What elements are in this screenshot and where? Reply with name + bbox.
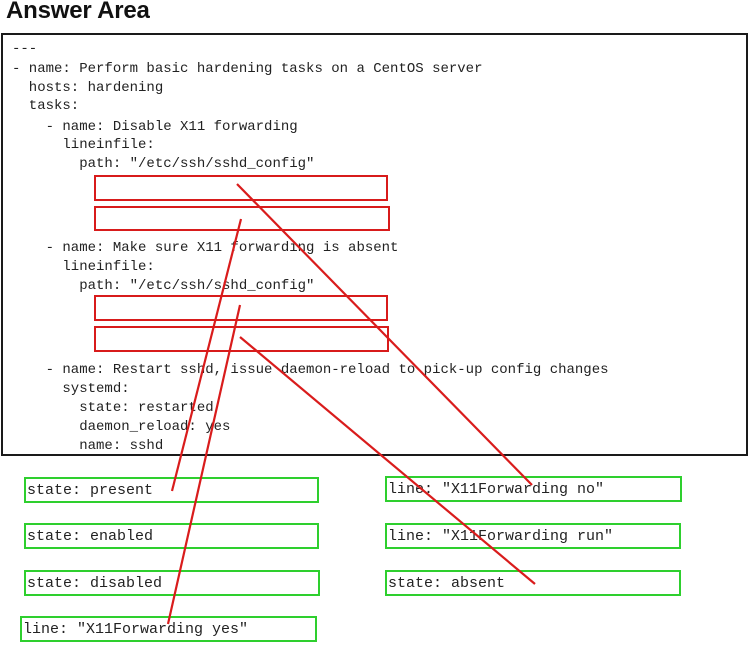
code-line: name: sshd	[12, 438, 164, 454]
code-line: - name: Restart sshd, issue daemon-reloa…	[12, 362, 609, 378]
code-line: ---	[12, 41, 38, 57]
option-state-absent[interactable]: state: absent	[385, 570, 681, 596]
option-line-x11forwarding-no[interactable]: line: "X11Forwarding no"	[385, 476, 682, 502]
code-line: lineinfile:	[12, 259, 155, 275]
code-line: path: "/etc/ssh/sshd_config"	[12, 278, 315, 294]
option-state-disabled[interactable]: state: disabled	[24, 570, 320, 596]
code-line: systemd:	[12, 381, 130, 397]
yaml-code-panel: --- - name: Perform basic hardening task…	[1, 33, 748, 456]
code-line: hosts: hardening	[12, 80, 164, 96]
drop-target-task1-slot2[interactable]	[94, 206, 390, 231]
code-line: - name: Make sure X11 forwarding is abse…	[12, 240, 399, 256]
drop-target-task2-slot2[interactable]	[94, 326, 389, 352]
code-line: daemon_reload: yes	[12, 419, 231, 435]
code-line: lineinfile:	[12, 137, 155, 153]
code-line: path: "/etc/ssh/sshd_config"	[12, 156, 315, 172]
drop-target-task1-slot1[interactable]	[94, 175, 388, 201]
option-state-present[interactable]: state: present	[24, 477, 319, 503]
option-line-x11forwarding-yes[interactable]: line: "X11Forwarding yes"	[20, 616, 317, 642]
drop-target-task2-slot1[interactable]	[94, 295, 388, 321]
code-line: - name: Disable X11 forwarding	[12, 119, 298, 135]
answer-area-title: Answer Area	[6, 0, 150, 24]
code-line: tasks:	[12, 98, 80, 114]
option-state-enabled[interactable]: state: enabled	[24, 523, 319, 549]
option-line-x11forwarding-run[interactable]: line: "X11Forwarding run"	[385, 523, 681, 549]
code-line: state: restarted	[12, 400, 214, 416]
code-line: - name: Perform basic hardening tasks on…	[12, 61, 483, 77]
